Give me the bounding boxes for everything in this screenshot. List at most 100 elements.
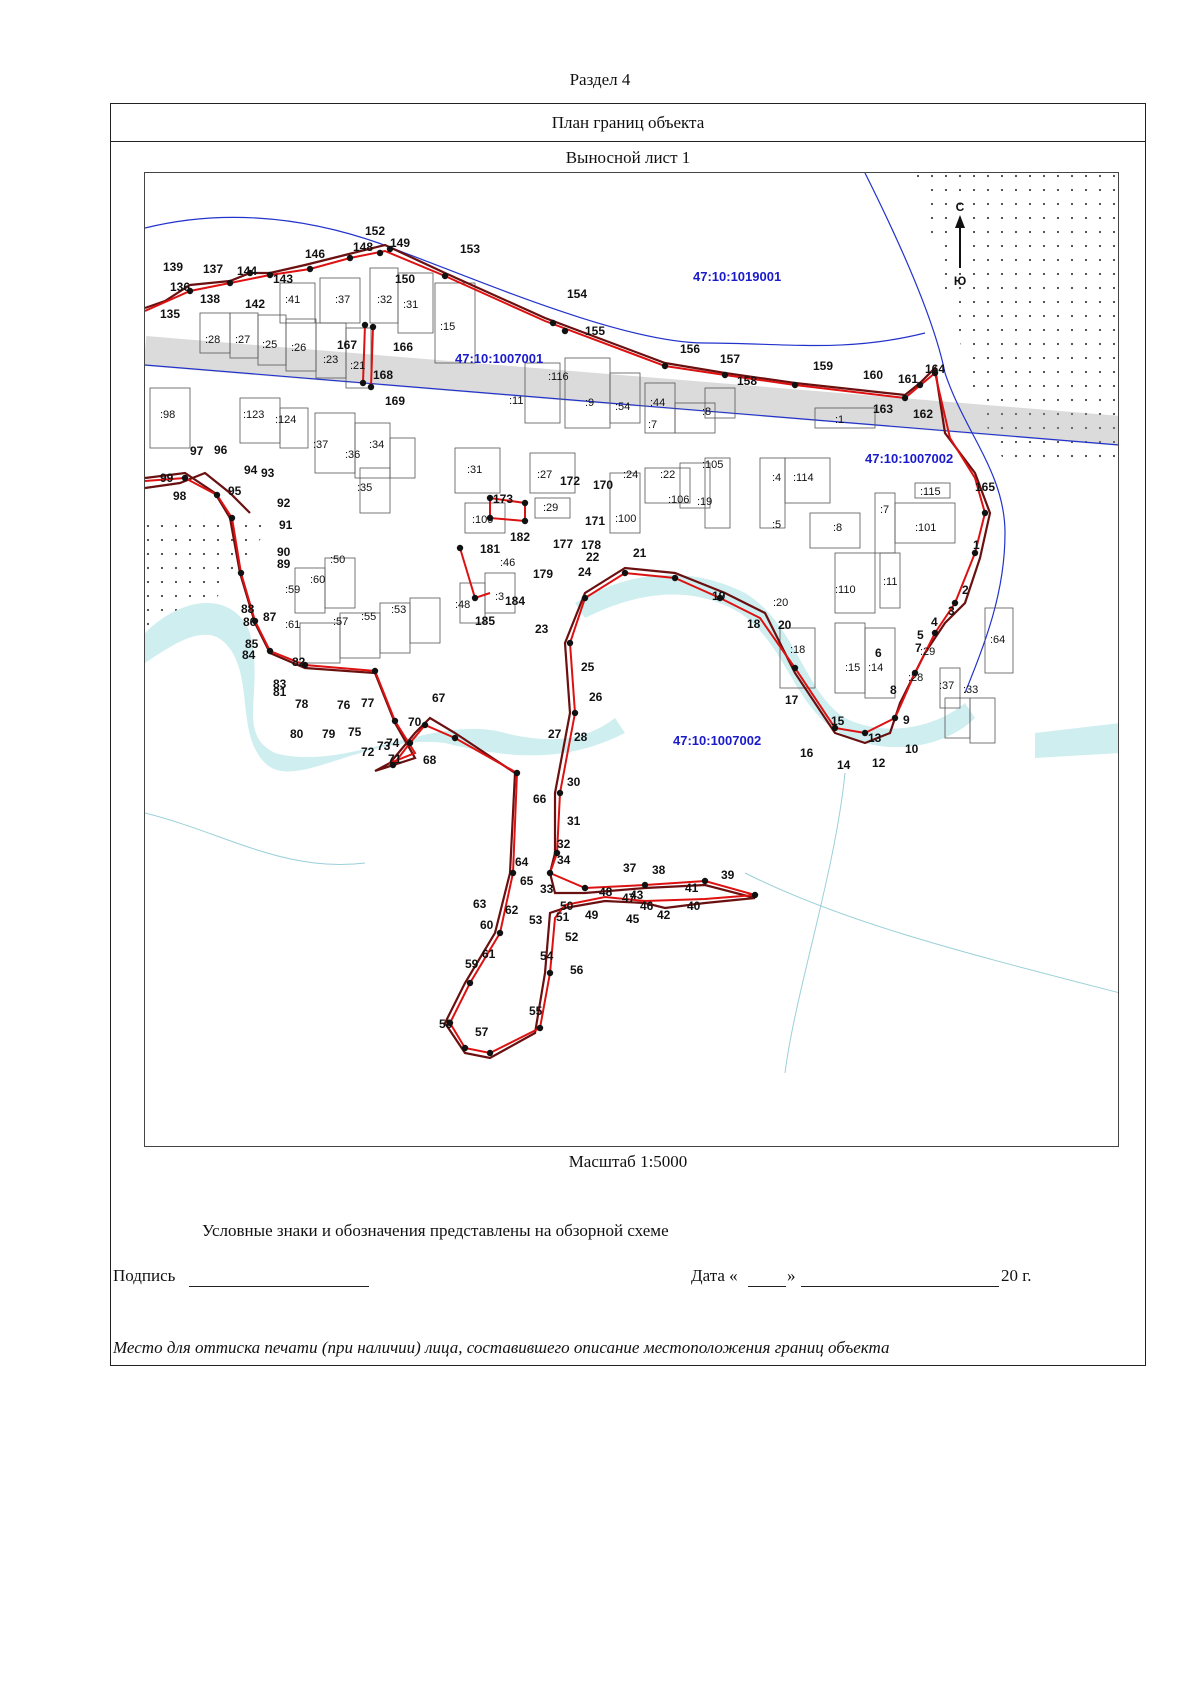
point-label: 78 [295,697,309,711]
parcel-label: :15 [845,662,860,674]
point-label: 86 [243,615,257,629]
parcel-label: :19 [697,496,712,508]
plan-header: План границ объекта [111,104,1145,142]
compass: С Ю [954,200,966,288]
parcel-label: :60 [310,574,325,586]
point-label: 169 [385,394,405,408]
compass-south: Ю [954,274,966,288]
main-road [145,336,1118,446]
parcel-label: :3 [495,591,504,603]
parcel-label: :53 [391,604,406,616]
point-label: 91 [279,518,293,532]
point-label: 168 [373,368,393,382]
parcel-label: :25 [262,339,277,351]
parcel-label: :23 [323,354,338,366]
point-label: 7 [915,641,922,655]
point-label: 152 [365,224,385,238]
parcel-label: :50 [330,554,345,566]
stream-se [744,872,1118,994]
point-label: 96 [214,443,228,457]
point-label: 41 [685,881,699,895]
cadastral-block-label: 47:10:1007002 [673,733,761,748]
point-label: 52 [565,930,579,944]
parcel-label: :37 [939,680,954,692]
point-label: 179 [533,567,553,581]
point-label: 172 [560,474,580,488]
point-label: 142 [245,297,265,311]
point-label: 24 [578,565,592,579]
parcel-label: :28 [205,334,220,346]
parcel-label: :14 [868,662,883,674]
plan-frame: План границ объекта Выносной лист 1 [110,103,1146,1366]
boundary-points [181,245,989,1057]
point-label: 60 [480,918,494,932]
point-label: 23 [535,622,549,636]
point-label: 74 [386,736,400,750]
point-label: 153 [460,242,480,256]
point-label: 59 [465,957,479,971]
point-label: 166 [393,340,413,354]
parcel-label: :7 [880,504,889,516]
point-label: 20 [778,618,792,632]
point-label: 93 [261,466,275,480]
blue-line-road [145,364,1118,446]
point-label: 75 [348,725,362,739]
point-label: 37 [623,861,637,875]
point-label: 32 [557,837,571,851]
blue-line-north [145,216,926,347]
point-label: 185 [475,614,495,628]
date-day-line[interactable] [748,1286,786,1287]
point-label: 90 [277,545,291,559]
date-year: 20 г. [1001,1266,1032,1285]
point-label: 87 [263,610,277,624]
point-label: 39 [721,868,735,882]
point-label: 88 [241,602,255,616]
point-label: 84 [242,648,256,662]
parcel-label: :18 [790,644,805,656]
parcel-label: :124 [275,414,296,426]
point-label: 15 [831,714,845,728]
point-label: 65 [520,874,534,888]
date-close-quote: » [787,1266,796,1285]
parcel-label: :105 [702,459,723,471]
point-label: 150 [395,272,415,286]
point-label: 177 [553,537,573,551]
point-label: 178 [581,538,601,552]
point-label: 5 [917,628,924,642]
date-month-line[interactable] [801,1286,999,1287]
point-label: 81 [273,685,287,699]
parcel-label: :22 [660,469,675,481]
point-label: 3 [948,604,955,618]
point-label: 56 [570,963,584,977]
parcel-label: :55 [361,611,376,623]
parcel-label: :44 [650,397,665,409]
boundary-map[interactable]: С Ю 47:10:1019001 47:10:1007001 47:10:10… [144,172,1119,1147]
compass-north: С [956,200,965,214]
point-label: 97 [190,444,204,458]
point-label: 27 [548,727,562,741]
parcel-label: :48 [455,599,470,611]
point-label: 138 [200,292,220,306]
parcel-label: :37 [313,439,328,451]
parcel-label: :64 [990,634,1005,646]
point-label: 163 [873,402,893,416]
point-label: 167 [337,338,357,352]
sheet-title: Выносной лист 1 [565,148,691,167]
river-outlet [1035,723,1118,758]
parcel-label: :31 [467,464,482,476]
point-label: 148 [353,240,373,254]
parcel-label: :9 [585,397,594,409]
point-label: 154 [567,287,587,301]
signature-line[interactable] [189,1286,369,1287]
point-label: 157 [720,352,740,366]
parcel-label: :29 [920,646,935,658]
parcel-label: :37 [335,294,350,306]
parcel-label: :8 [833,522,842,534]
point-label: 1 [973,538,980,552]
point-label: 77 [361,696,375,710]
point-label: 66 [533,792,547,806]
parcel-label: :33 [963,684,978,696]
map-svg: С Ю 47:10:1019001 47:10:1007001 47:10:10… [145,173,1118,1146]
point-label: 30 [567,775,581,789]
point-label: 92 [277,496,291,510]
